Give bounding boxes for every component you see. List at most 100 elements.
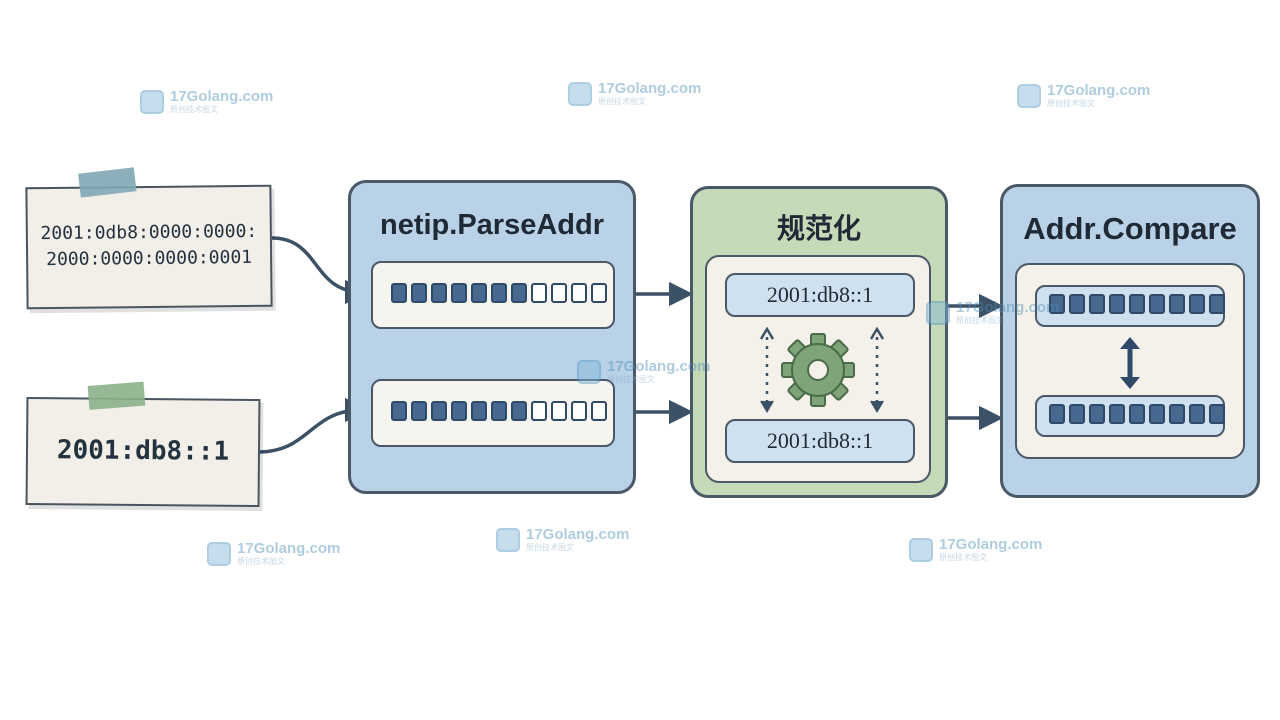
watermark-logo-icon xyxy=(1017,83,1041,108)
double-arrow-icon xyxy=(1120,337,1140,389)
byte-cell-filled xyxy=(1069,294,1085,314)
watermark-domain: 17Golang.com xyxy=(170,88,274,105)
byte-cell-filled xyxy=(1089,404,1105,424)
byte-cells xyxy=(1049,404,1225,424)
long-address-line1: 2001:0db8:0000:0000: xyxy=(40,220,258,245)
addr-compare-panel: Addr.Compare xyxy=(1000,184,1260,498)
byte-cell-empty xyxy=(571,401,587,421)
byte-cell-filled xyxy=(391,283,407,303)
byte-cell-filled xyxy=(451,283,467,303)
byte-cell-filled xyxy=(411,401,427,421)
byte-cell-empty xyxy=(551,401,567,421)
watermark-subtitle: 原创技术图文 xyxy=(956,316,1004,325)
byte-cell-empty xyxy=(591,283,607,303)
watermark-subtitle: 原创技术图文 xyxy=(526,543,574,552)
compare-bytes-top xyxy=(1035,285,1225,327)
short-address-note: 2001:db8::1 xyxy=(25,381,261,508)
arrow-short-input-to-parse xyxy=(257,397,370,454)
dotted-arrow-right-icon xyxy=(869,326,885,413)
long-address-line2: 2000:0000:0000:0001 xyxy=(46,246,253,271)
byte-cell-filled xyxy=(1049,294,1065,314)
byte-cell-filled xyxy=(1209,404,1225,424)
gear-icon xyxy=(781,333,855,407)
byte-cell-filled xyxy=(431,283,447,303)
normalized-address-bottom: 2001:db8::1 xyxy=(725,419,915,463)
parse-addr-title: netip.ParseAddr xyxy=(380,209,604,241)
note-tape xyxy=(78,167,137,198)
watermark-domain: 17Golang.com xyxy=(956,299,1060,316)
byte-cell-filled xyxy=(1089,294,1105,314)
byte-cell-filled xyxy=(491,401,507,421)
long-address-note: 2001:0db8:0000:0000: 2000:0000:0000:0001 xyxy=(25,167,273,310)
byte-cell-filled xyxy=(471,401,487,421)
normalize-title: 规范化 xyxy=(776,213,861,244)
watermark-logo-icon xyxy=(577,359,601,384)
dotted-arrow-left-icon xyxy=(759,326,775,413)
byte-cell-filled xyxy=(1109,294,1125,314)
byte-cell-filled xyxy=(491,283,507,303)
note-tape xyxy=(87,381,146,410)
byte-cell-filled xyxy=(411,283,427,303)
watermark-domain: 17Golang.com xyxy=(237,540,341,557)
byte-cell-filled xyxy=(451,401,467,421)
byte-cell-empty xyxy=(531,401,547,421)
watermark-subtitle: 原创技术图文 xyxy=(598,97,646,106)
byte-cell-filled xyxy=(1169,404,1185,424)
watermark-logo-icon xyxy=(909,537,933,562)
byte-cell-filled xyxy=(511,401,527,421)
byte-cell-filled xyxy=(391,401,407,421)
watermark-domain: 17Golang.com xyxy=(1047,82,1151,99)
watermark-logo-icon xyxy=(496,527,520,552)
watermark-domain: 17Golang.com xyxy=(607,358,711,375)
watermark-logo-icon xyxy=(207,541,231,566)
watermark-domain: 17Golang.com xyxy=(939,536,1043,553)
byte-cells xyxy=(391,401,607,421)
watermark-domain: 17Golang.com xyxy=(598,80,702,97)
normalize-panel: 规范化 2001:db8::1 xyxy=(690,186,948,498)
watermark-subtitle: 原创技术图文 xyxy=(1047,99,1095,108)
byte-cell-empty xyxy=(551,283,567,303)
watermark-subtitle: 原创技术图文 xyxy=(607,375,655,384)
byte-cell-filled xyxy=(431,401,447,421)
byte-cell-filled xyxy=(1129,404,1145,424)
normalized-address-top: 2001:db8::1 xyxy=(725,273,915,317)
byte-cell-filled xyxy=(1149,404,1165,424)
watermark-subtitle: 原创技术图文 xyxy=(170,105,218,114)
byte-cell-filled xyxy=(1209,294,1225,314)
byte-cell-filled xyxy=(1069,404,1085,424)
byte-cells xyxy=(391,283,607,303)
watermark-subtitle: 原创技术图文 xyxy=(939,553,987,562)
parsed-bytes-bottom xyxy=(371,379,615,447)
parse-addr-panel: netip.ParseAddr xyxy=(348,180,636,494)
byte-cell-filled xyxy=(511,283,527,303)
watermark-domain: 17Golang.com xyxy=(526,526,630,543)
byte-cell-filled xyxy=(1049,404,1065,424)
addr-compare-title: Addr.Compare xyxy=(1023,211,1237,246)
watermark-logo-icon xyxy=(926,300,950,325)
byte-cell-filled xyxy=(1189,404,1205,424)
byte-cell-filled xyxy=(1169,294,1185,314)
watermark-logo-icon xyxy=(140,89,164,114)
byte-cell-empty xyxy=(571,283,587,303)
watermark-subtitle: 原创技术图文 xyxy=(237,557,285,566)
short-address-text: 2001:db8::1 xyxy=(56,435,230,467)
byte-cell-filled xyxy=(1109,404,1125,424)
byte-cell-filled xyxy=(1149,294,1165,314)
compare-bytes-bottom xyxy=(1035,395,1225,437)
parsed-bytes-top xyxy=(371,261,615,329)
byte-cell-filled xyxy=(471,283,487,303)
watermark-logo-icon xyxy=(568,81,592,106)
byte-cell-empty xyxy=(531,283,547,303)
arrow-long-input-to-parse xyxy=(271,236,370,305)
byte-cell-filled xyxy=(1189,294,1205,314)
compare-inner xyxy=(1015,263,1245,459)
byte-cells xyxy=(1049,294,1225,314)
